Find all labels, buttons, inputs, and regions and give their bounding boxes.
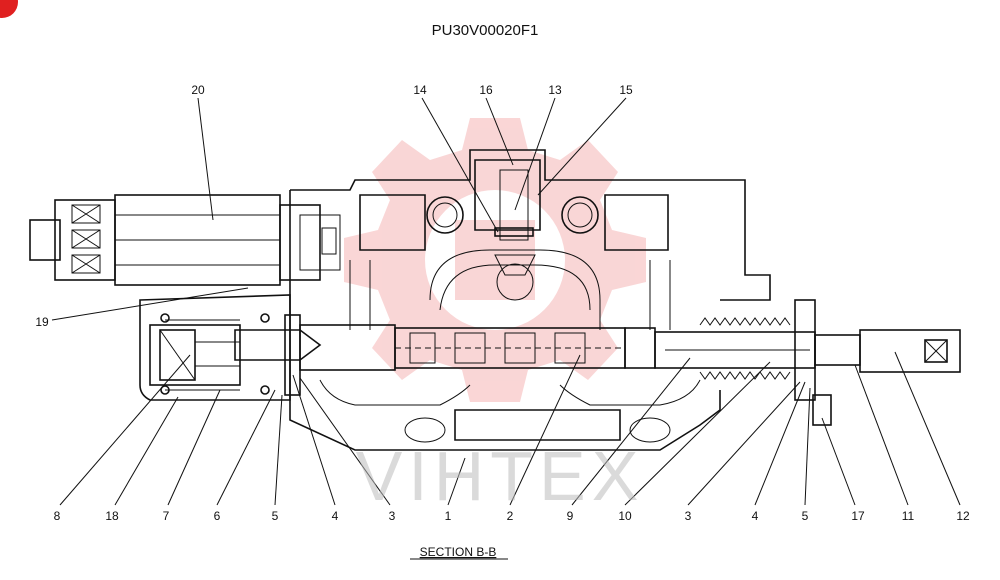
part-label: 5	[802, 509, 809, 523]
part-label: 2	[507, 509, 514, 523]
spool	[234, 299, 961, 426]
part-label: 13	[548, 83, 562, 97]
part-label: 9	[567, 509, 574, 523]
part-label: 15	[619, 83, 633, 97]
part-label: 19	[35, 315, 49, 329]
part-labels: 20 14 16 13 15 19 8 18 7 6 5 4 3 1 2 9 1…	[35, 83, 970, 523]
part-label: 18	[105, 509, 119, 523]
solenoid	[29, 194, 341, 286]
part-label: 10	[618, 509, 632, 523]
left-cap	[149, 313, 301, 396]
corner-badge	[0, 0, 18, 18]
part-label: 6	[214, 509, 221, 523]
leader-lines	[51, 97, 961, 506]
watermark-text: VIHTEX	[356, 437, 645, 515]
part-label: 4	[752, 509, 759, 523]
part-label: 16	[479, 83, 493, 97]
part-label: 8	[54, 509, 61, 523]
part-label: 11	[902, 509, 915, 523]
part-label: 1	[445, 509, 452, 523]
drawing-title: PU30V00020F1	[432, 22, 539, 39]
part-label: 17	[851, 509, 865, 523]
part-label: 7	[163, 509, 170, 523]
valve-body	[139, 149, 771, 451]
part-label: 3	[685, 509, 692, 523]
part-label: 3	[389, 509, 396, 523]
part-label: 20	[191, 83, 205, 97]
part-label: 12	[956, 509, 970, 523]
section-caption: SECTION B-B	[420, 545, 497, 559]
part-label: 5	[272, 509, 279, 523]
part-label: 14	[413, 83, 427, 97]
part-label: 4	[332, 509, 339, 523]
